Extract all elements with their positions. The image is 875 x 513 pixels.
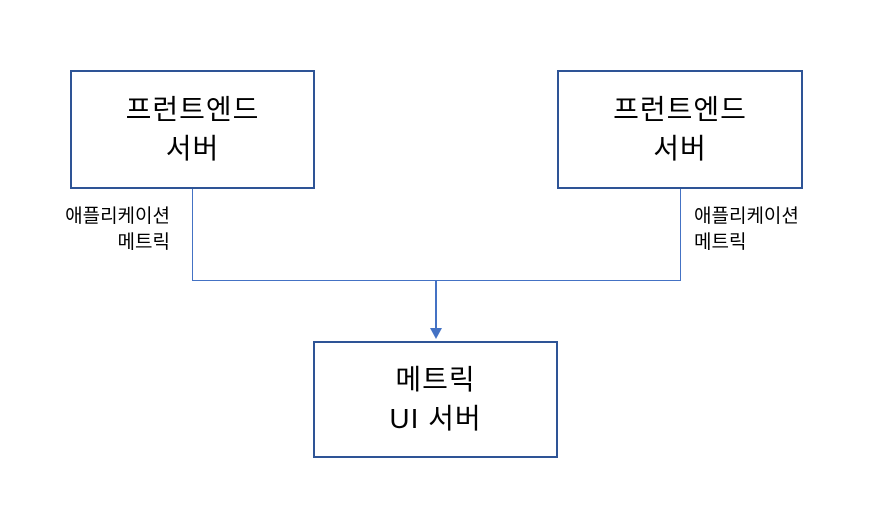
connector-horizontal-merge-line	[191, 279, 681, 281]
node-frontend-server-1: 프런트엔드 서버	[70, 70, 315, 189]
connector-left-vertical-line	[191, 189, 193, 281]
node-frontend-server-1-label: 프런트엔드 서버	[125, 93, 260, 164]
node-metrics-ui-server-label: 메트릭 UI 서버	[389, 363, 482, 434]
node-metrics-ui-server: 메트릭 UI 서버	[313, 341, 558, 458]
node-frontend-server-2: 프런트엔드 서버	[557, 70, 803, 189]
edge-label-application-metrics-right: 애플리케이션 메트릭	[694, 206, 799, 253]
connector-right-vertical-line	[679, 189, 681, 281]
edge-label-application-metrics-left: 애플리케이션 메트릭	[65, 206, 170, 253]
connector-center-vertical-line	[435, 281, 437, 328]
arrow-down-marker-icon	[429, 328, 442, 339]
node-frontend-server-2-label: 프런트엔드 서버	[613, 93, 747, 164]
